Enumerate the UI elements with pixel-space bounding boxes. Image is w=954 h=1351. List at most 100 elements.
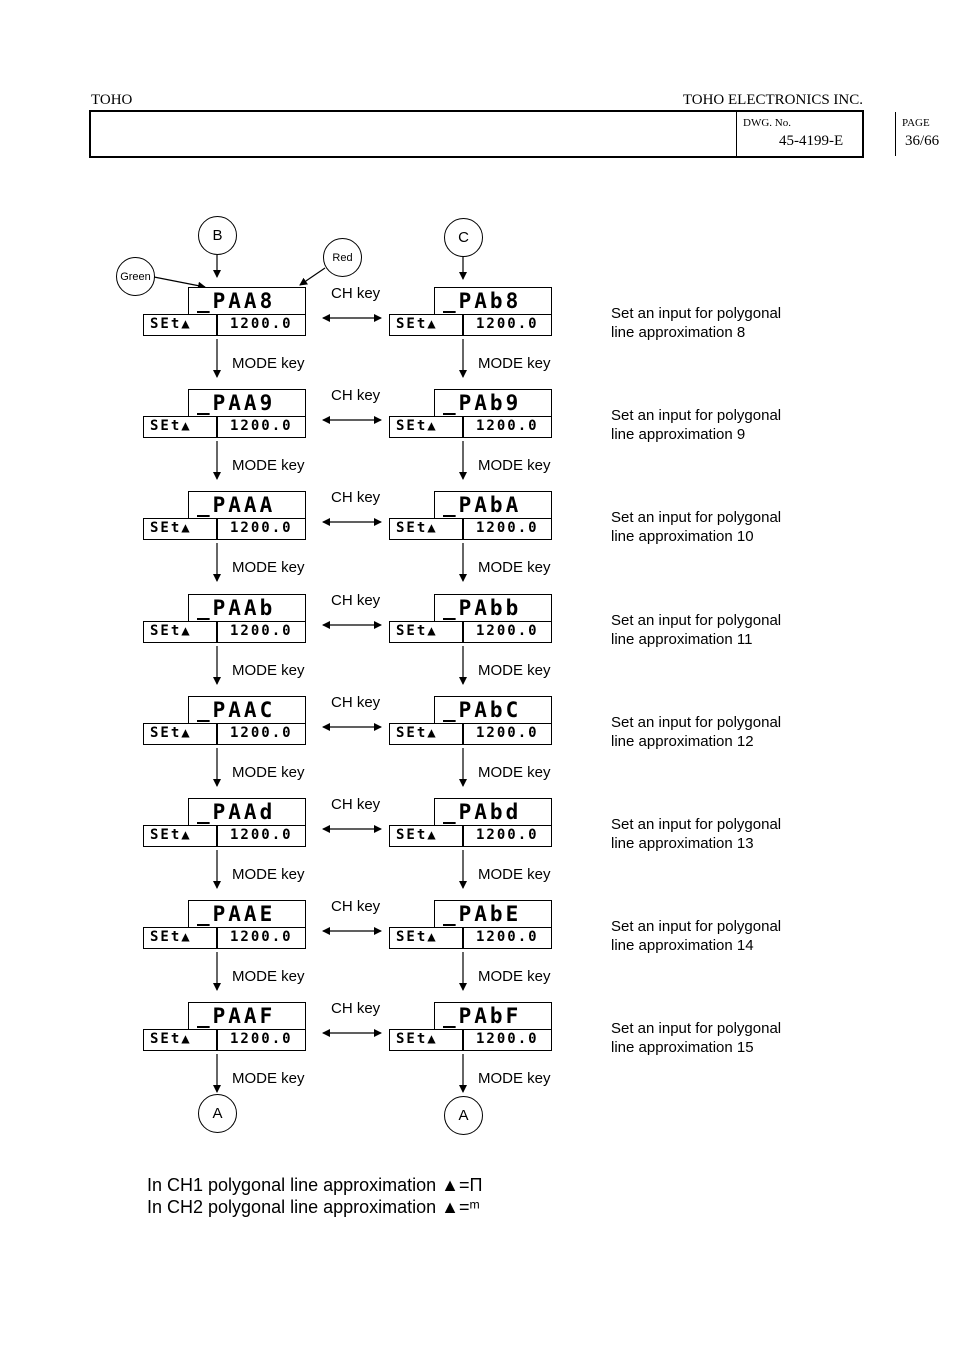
step-description-line2: line approximation 14 xyxy=(611,937,754,954)
company-short: TOHO xyxy=(91,92,133,108)
ch-key-label: CH key xyxy=(331,898,381,915)
parameter-code: _PAbA xyxy=(443,493,522,517)
set-indicator: SEt▲ xyxy=(150,827,192,843)
set-value: 1200.0 xyxy=(476,520,539,536)
set-indicator: SEt▲ xyxy=(396,316,438,332)
mode-key-label-right: MODE key xyxy=(478,866,551,883)
set-value: 1200.0 xyxy=(230,725,293,741)
lcd-value-window: SEt▲1200.0 xyxy=(389,1029,552,1051)
set-value: 1200.0 xyxy=(476,316,539,332)
set-indicator: SEt▲ xyxy=(150,1031,192,1047)
lcd-value-window: SEt▲ 1200.0 xyxy=(389,518,552,540)
title-block: DWG. No. 45-4199-E PAGE 36/66 xyxy=(89,110,939,158)
set-indicator: SEt▲ xyxy=(396,725,438,741)
page-label: PAGE xyxy=(902,117,930,129)
set-value: 1200.0 xyxy=(230,418,293,434)
step-description-line1: Set an input for polygonal xyxy=(611,305,782,322)
parameter-code: _PAAF xyxy=(197,1004,276,1028)
set-indicator: SEt▲ xyxy=(396,1031,438,1047)
lcd-value-window: SEt▲1200.0 xyxy=(389,621,552,643)
set-indicator: SEt▲ xyxy=(150,623,192,639)
lcd-divider xyxy=(216,826,218,846)
green-indicator: Green xyxy=(116,257,155,296)
lcd-value-window: SEt▲ 1200.0 xyxy=(143,416,306,438)
lcd-divider xyxy=(462,519,464,539)
mode-key-label-left: MODE key xyxy=(232,968,305,985)
parameter-code: _PAbF xyxy=(443,1004,522,1028)
set-indicator: SEt▲ xyxy=(396,520,438,536)
parameter-code: _PAAd xyxy=(197,800,276,824)
lcd-parameter-window: _PAAE xyxy=(188,900,306,928)
step-description-line2: line approximation 8 xyxy=(611,324,746,341)
set-value: 1200.0 xyxy=(476,623,539,639)
connector-c: C xyxy=(444,218,483,257)
mode-key-label-right: MODE key xyxy=(478,1070,551,1087)
set-indicator: SEt▲ xyxy=(150,316,192,332)
lcd-value-window: SEt▲ 1200.0 xyxy=(143,1029,306,1051)
step-description-line1: Set an input for polygonal xyxy=(611,407,782,424)
set-indicator: SEt▲ xyxy=(150,520,192,536)
step-description-line2: line approximation 13 xyxy=(611,835,754,852)
lcd-value-window: SEt▲1200.0 xyxy=(143,825,306,847)
connector-b-label: B xyxy=(212,227,223,244)
parameter-code: _PAAC xyxy=(197,698,276,722)
mode-key-label-right: MODE key xyxy=(478,559,551,576)
set-indicator: SEt▲ xyxy=(150,929,192,945)
parameter-code: _PAbb xyxy=(443,596,522,620)
dwg-cell: DWG. No. 45-4199-E xyxy=(736,112,895,156)
lcd-parameter-window: _PAb8 xyxy=(434,287,552,315)
lcd-value-window: SEt▲1200.0 xyxy=(143,927,306,949)
ch-key-label: CH key xyxy=(331,285,381,302)
lcd-display-left: _PAAA SEt▲ 1200.0 xyxy=(143,491,307,541)
lcd-value-window: SEt▲1200.0 xyxy=(389,825,552,847)
step-description-line1: Set an input for polygonal xyxy=(611,816,782,833)
mode-key-label-right: MODE key xyxy=(478,355,551,372)
lcd-value-window: SEt▲1200.0 xyxy=(143,314,306,336)
set-value: 1200.0 xyxy=(230,623,293,639)
ch-key-label: CH key xyxy=(331,489,381,506)
mode-key-label-right: MODE key xyxy=(478,764,551,781)
step-description-line2: line approximation 11 xyxy=(611,631,753,648)
set-indicator: SEt▲ xyxy=(150,418,192,434)
lcd-parameter-window: _PAAC xyxy=(188,696,306,724)
set-value: 1200.0 xyxy=(230,520,293,536)
lcd-parameter-window: _PAAb xyxy=(188,594,306,622)
lcd-divider xyxy=(462,1030,464,1050)
lcd-value-window: SEt▲ 1200.0 xyxy=(143,518,306,540)
parameter-code: _PAAA xyxy=(197,493,276,517)
lcd-value-window: SEt▲ 1200.0 xyxy=(389,314,552,336)
page-cell: PAGE 36/66 xyxy=(895,112,952,156)
lcd-value-window: SEt▲1200.0 xyxy=(389,723,552,745)
dwg-number: 45-4199-E xyxy=(779,133,844,149)
connector-a-left-label: A xyxy=(212,1105,223,1122)
set-indicator: SEt▲ xyxy=(150,725,192,741)
lcd-parameter-window: _PAb9 xyxy=(434,389,552,417)
lcd-divider xyxy=(216,1030,218,1050)
connector-a-right: A xyxy=(444,1096,483,1135)
lcd-display-right: _PAbA SEt▲ 1200.0 xyxy=(389,491,553,541)
red-indicator: Red xyxy=(323,238,362,277)
mode-key-label-left: MODE key xyxy=(232,457,305,474)
footer-ch1-note: In CH1 polygonal line approximation ▲=Π xyxy=(147,1175,483,1195)
step-description-line1: Set an input for polygonal xyxy=(611,612,782,629)
mode-key-label-right: MODE key xyxy=(478,457,551,474)
parameter-code: _PAAE xyxy=(197,902,276,926)
lcd-display-left: _PAAF SEt▲ 1200.0 xyxy=(143,1002,307,1052)
lcd-divider xyxy=(216,622,218,642)
set-value: 1200.0 xyxy=(230,1031,293,1047)
lcd-divider xyxy=(462,724,464,744)
set-value: 1200.0 xyxy=(476,827,539,843)
lcd-divider xyxy=(216,519,218,539)
set-indicator: SEt▲ xyxy=(396,418,438,434)
step-description-line1: Set an input for polygonal xyxy=(611,1020,782,1037)
connector-a-left: A xyxy=(198,1094,237,1133)
lcd-parameter-window: _PAbF xyxy=(434,1002,552,1030)
lcd-divider xyxy=(462,928,464,948)
